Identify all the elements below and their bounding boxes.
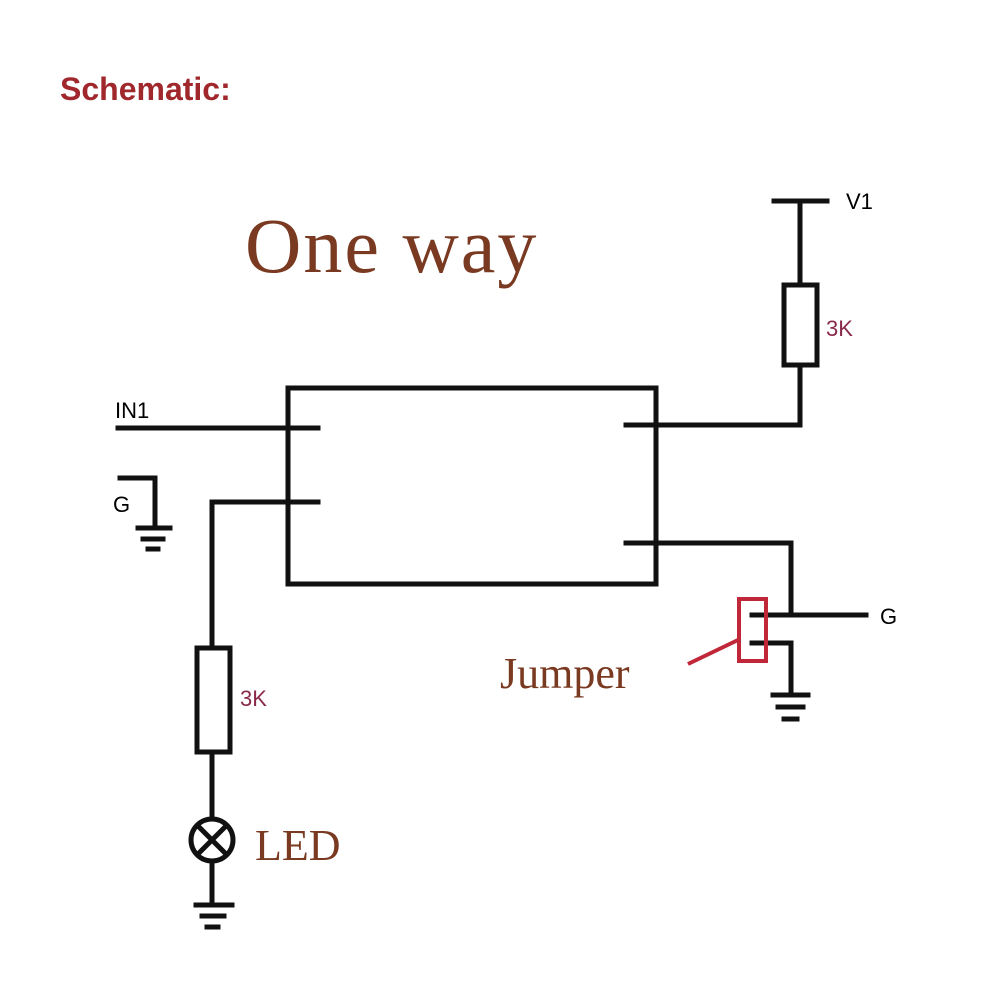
jumper-box [737, 597, 768, 663]
led-symbol [188, 816, 236, 864]
ground-led-symbol [193, 858, 235, 930]
v1-label: V1 [846, 189, 873, 214]
g-right-label: G [880, 604, 897, 629]
output1-wire [623, 362, 803, 428]
resistor-left-label: 3K [240, 686, 267, 711]
output2-wire [623, 540, 869, 618]
jumper-bottom-contact [749, 640, 794, 698]
jumper-pointer-line [687, 638, 739, 666]
jumper-label: Jumper [500, 649, 630, 698]
led-label: LED [255, 821, 341, 870]
resistor-left [194, 645, 233, 755]
resistor-top [781, 282, 820, 368]
module-block [285, 385, 659, 587]
schematic-heading: Schematic: [60, 71, 231, 107]
ground-right-symbol [770, 692, 811, 722]
diagram-title: One way [245, 202, 538, 289]
ground-left-symbol [117, 475, 173, 552]
g-left-label: G [113, 492, 130, 517]
led-branch-wire [209, 499, 321, 651]
resistor-top-label: 3K [826, 316, 853, 341]
in1-label: IN1 [115, 398, 149, 423]
